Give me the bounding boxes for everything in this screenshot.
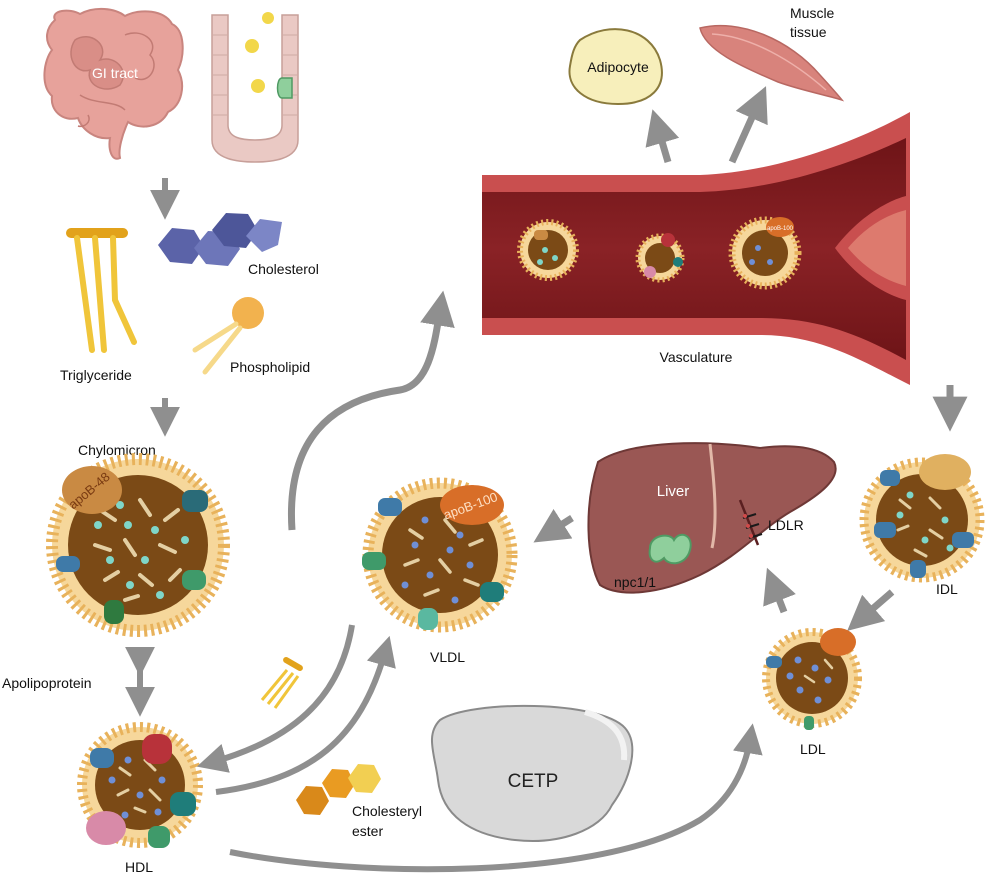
arrow-to-muscle — [728, 86, 768, 164]
blood-vessel — [482, 112, 910, 385]
cholesteryl-ester-label-1: Cholesteryl — [352, 803, 422, 819]
chylomicron-particle: apoB-48 — [46, 453, 230, 637]
apolipoprotein-label: Apolipoprotein — [2, 675, 92, 691]
muscle-label-2: tissue — [790, 24, 827, 40]
vasculature-label: Vasculature — [660, 349, 733, 365]
idl-particle — [859, 454, 985, 583]
cholesterol-molecule — [158, 213, 282, 266]
muscle-tissue — [699, 24, 845, 102]
ldl-label: LDL — [800, 741, 826, 757]
apob100-protein — [440, 485, 504, 525]
triglyceride-label: Triglyceride — [60, 367, 132, 383]
cetp-protein — [431, 704, 634, 842]
phospholipid-label: Phospholipid — [230, 359, 310, 375]
npc1l1-label: npc1/1 — [614, 574, 656, 590]
liver-label: Liver — [657, 483, 690, 500]
muscle-label-1: Muscle — [790, 5, 835, 21]
cholesteryl-ester-molecule — [296, 764, 381, 815]
arrow-chylomicron-to-vasculature — [287, 290, 455, 531]
micelle-icon — [251, 79, 265, 93]
arrow-hdl-to-vldl — [215, 635, 396, 795]
vldl-label: VLDL — [430, 649, 465, 665]
vessel-vldl: apoB-100 — [728, 216, 802, 290]
cholesterol-label: Cholesterol — [248, 261, 319, 277]
micelle-icon — [245, 39, 259, 53]
ldlr-label: LDLR — [768, 517, 804, 533]
hdl-label: HDL — [125, 859, 153, 875]
vldl-particle: apoB-100 — [362, 477, 518, 633]
arrow-ldl-to-liver — [763, 567, 796, 614]
arrow-idl-to-ldl — [847, 589, 895, 631]
gi-tract: GI tract — [43, 8, 184, 160]
micelle-icon — [262, 12, 274, 24]
npc1l1-transporter-icon — [276, 77, 293, 99]
cetp-label: CETP — [508, 771, 559, 792]
triglyceride-molecule — [66, 228, 137, 353]
npc1l1-transporter-icon — [648, 533, 692, 565]
chylomicron-label: Chylomicron — [78, 442, 156, 458]
cholesteryl-ester-label-2: ester — [352, 823, 383, 839]
arrow-to-adipocyte — [645, 109, 680, 163]
apob48-protein — [62, 466, 122, 514]
ldl-particle — [762, 628, 862, 730]
apob100-small-label: apoB-100 — [767, 226, 794, 232]
idl-label: IDL — [936, 581, 958, 597]
arrow-hdl-to-ldl — [229, 723, 763, 873]
intestinal-villus — [211, 12, 299, 163]
gi-tract-label: GI tract — [92, 65, 138, 81]
adipocyte-label: Adipocyte — [587, 59, 649, 75]
triglyceride-small-icon — [260, 657, 303, 709]
vessel-hdl — [635, 233, 685, 283]
liver-organ — [587, 442, 837, 594]
hdl-particle — [77, 722, 203, 848]
arrow-liver-to-vldl — [533, 508, 574, 543]
arrow-vldl-to-hdl — [196, 624, 355, 773]
phospholipid-molecule — [192, 297, 264, 375]
vessel-chylomicron — [517, 219, 579, 281]
adipocyte-cell — [568, 28, 663, 106]
